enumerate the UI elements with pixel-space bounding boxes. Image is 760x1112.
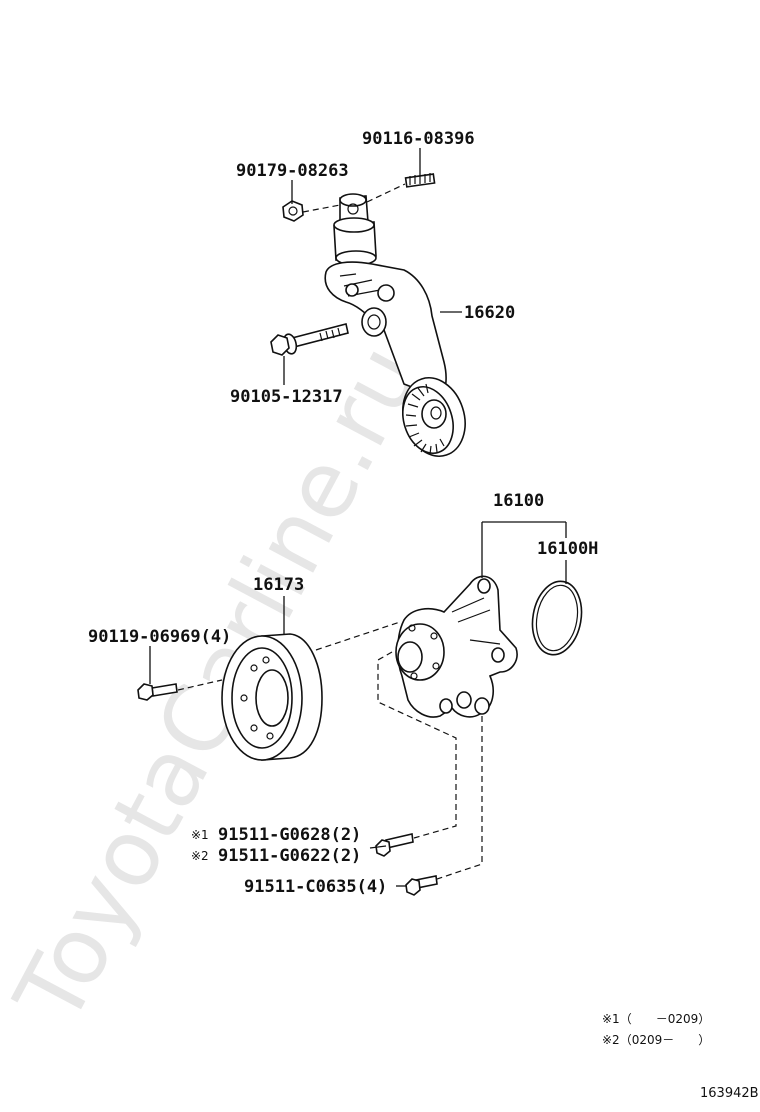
hex-nut-icon xyxy=(282,200,304,222)
part-label-16100: 16100 xyxy=(493,491,544,511)
watermark: ToyotaCarline.ru xyxy=(0,328,441,1041)
part-label-90179-08263: 90179-08263 xyxy=(236,161,349,181)
part-label-91511-g0628: 91511-G0628(2) xyxy=(218,825,361,845)
flange-bolt-icon xyxy=(375,833,414,857)
footnote-1: ※1（ －0209） xyxy=(602,1012,710,1026)
pulley-bolt-icon xyxy=(137,683,178,701)
stud-bolt-icon xyxy=(404,173,436,188)
part-label-16173: 16173 xyxy=(253,575,304,595)
flange-bolt-icon xyxy=(405,875,438,896)
part-label-91511-c0635: 91511-C0635(4) xyxy=(244,877,387,897)
part-label-90105-12317: 90105-12317 xyxy=(230,387,343,407)
flange-bolt-icon xyxy=(270,323,349,356)
variant-marker-1: ※1 xyxy=(191,828,209,842)
part-label-90119-06969: 90119-06969(4) xyxy=(88,627,231,647)
o-ring-gasket-icon xyxy=(531,580,583,656)
part-label-90116-08396: 90116-08396 xyxy=(362,129,475,149)
part-label-91511-g0622: 91511-G0622(2) xyxy=(218,846,361,866)
part-label-16100h: 16100H xyxy=(537,539,598,559)
water-pump-icon xyxy=(395,575,518,718)
diagram-reference-number: 163942B xyxy=(700,1086,759,1101)
part-label-16620: 16620 xyxy=(464,303,515,323)
footnote-2: ※2（0209－ ） xyxy=(602,1033,710,1047)
leader-lines xyxy=(149,148,567,887)
belt-tensioner-assembly xyxy=(282,173,466,457)
water-pump-pulley-icon xyxy=(221,633,323,761)
variant-marker-2: ※2 xyxy=(191,849,209,863)
